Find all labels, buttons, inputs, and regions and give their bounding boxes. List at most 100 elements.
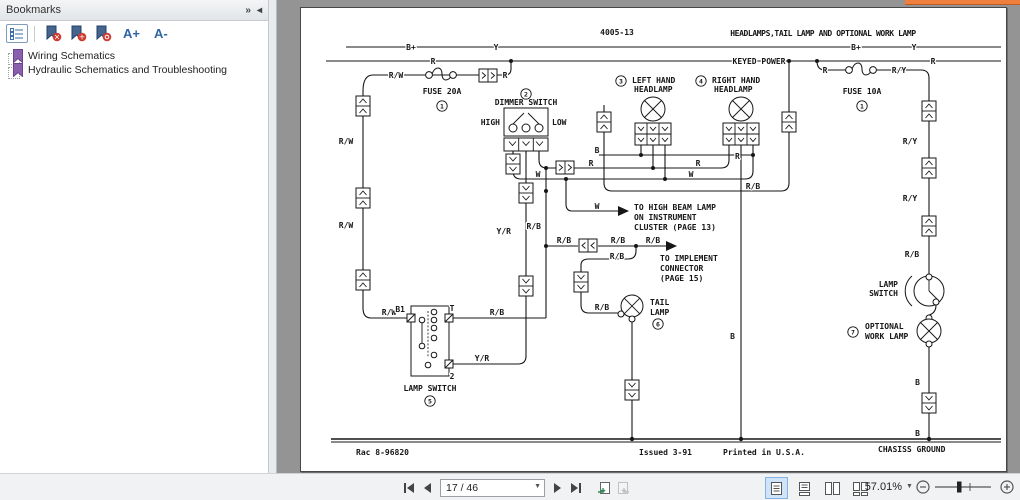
first-page-icon bbox=[404, 482, 414, 493]
bookmark-goto-button[interactable] bbox=[95, 25, 112, 42]
svg-text:R/Y: R/Y bbox=[892, 66, 907, 75]
delete-bookmark-button[interactable]: × bbox=[45, 25, 62, 42]
svg-text:Issued 3-91: Issued 3-91 bbox=[639, 448, 692, 457]
next-page-icon bbox=[554, 482, 561, 493]
svg-text:W: W bbox=[689, 170, 694, 179]
svg-text:Printed in U.S.A.: Printed in U.S.A. bbox=[723, 447, 805, 457]
svg-text:HIGH: HIGH bbox=[481, 118, 500, 127]
panel-collapse-icon[interactable]: ◂ bbox=[256, 4, 262, 16]
last-page-button[interactable] bbox=[567, 479, 585, 497]
lamp-switch bbox=[406, 305, 454, 377]
svg-text:4: 4 bbox=[699, 77, 703, 85]
decrease-font-button[interactable]: A- bbox=[153, 26, 168, 41]
first-page-button[interactable] bbox=[400, 479, 418, 497]
bookmark-item-label[interactable]: Hydraulic Schematics and Troubleshooting bbox=[28, 64, 228, 76]
zoom-out-button[interactable] bbox=[916, 480, 930, 494]
svg-text:FUSE 10A: FUSE 10A bbox=[843, 87, 882, 96]
bookmark-flag-icon bbox=[13, 63, 23, 77]
svg-text:+: + bbox=[79, 32, 85, 41]
svg-text:R: R bbox=[696, 159, 701, 168]
two-page-continuous-icon bbox=[853, 481, 868, 496]
svg-text:CHASISS GROUND: CHASISS GROUND bbox=[878, 445, 946, 454]
zoom-in-button[interactable] bbox=[1000, 480, 1014, 494]
previous-view-button[interactable] bbox=[595, 479, 613, 497]
bookmark-target-icon bbox=[96, 25, 112, 42]
svg-text:R/Y: R/Y bbox=[903, 137, 918, 146]
svg-text:OPTIONAL: OPTIONAL bbox=[865, 322, 904, 331]
svg-text:R/W: R/W bbox=[339, 221, 354, 230]
svg-text:2: 2 bbox=[524, 90, 528, 98]
next-view-button[interactable] bbox=[613, 479, 631, 497]
junction-dots bbox=[509, 59, 932, 442]
chassis-ground-bus bbox=[331, 438, 1001, 443]
bookmark-item-wiring[interactable]: Wiring Schematics bbox=[6, 49, 268, 65]
svg-text:KEYED POWER: KEYED POWER bbox=[733, 57, 786, 66]
page-number-input[interactable] bbox=[440, 479, 545, 497]
svg-text:DIMMER SWITCH: DIMMER SWITCH bbox=[495, 98, 558, 107]
single-page-icon bbox=[771, 481, 782, 495]
two-page-icon bbox=[825, 481, 840, 495]
svg-text:W: W bbox=[595, 202, 600, 211]
svg-text:HEADLAMP: HEADLAMP bbox=[714, 85, 753, 94]
svg-text:4005-13: 4005-13 bbox=[600, 28, 634, 37]
svg-text:B+: B+ bbox=[851, 43, 861, 52]
continuous-view-button[interactable] bbox=[793, 477, 816, 499]
zoom-100-detent-tick bbox=[967, 483, 973, 491]
svg-text:SWITCH: SWITCH bbox=[869, 289, 898, 298]
page-layout-buttons bbox=[765, 477, 877, 499]
zoom-dropdown-caret-icon[interactable]: ▼ bbox=[906, 483, 913, 490]
svg-text:R/B: R/B bbox=[610, 252, 625, 261]
bookmark-item-hydraulic[interactable]: Hydraulic Schematics and Troubleshooting bbox=[6, 63, 268, 79]
svg-text:7: 7 bbox=[851, 328, 855, 336]
svg-text:R: R bbox=[431, 57, 436, 66]
svg-text:Y: Y bbox=[912, 43, 917, 52]
svg-text:R/B: R/B bbox=[527, 222, 542, 231]
zoom-level-value: 57.01% bbox=[864, 481, 902, 493]
panel-splitter[interactable] bbox=[268, 0, 277, 473]
page-navigation: ▼ bbox=[400, 478, 631, 497]
svg-text:LAMP: LAMP bbox=[879, 280, 898, 289]
increase-font-button[interactable]: A+ bbox=[123, 26, 140, 41]
page-dropdown-caret-icon[interactable]: ▼ bbox=[534, 483, 541, 490]
svg-text:R/W: R/W bbox=[382, 308, 397, 317]
new-bookmark-button[interactable]: + bbox=[70, 25, 87, 42]
svg-text:B: B bbox=[730, 332, 735, 341]
svg-text:ON INSTRUMENT: ON INSTRUMENT bbox=[634, 213, 697, 222]
svg-text:R/B: R/B bbox=[490, 308, 505, 317]
pdf-canvas[interactable]: 4005-13 HEADLAMPS,TAIL LAMP AND OPTIONAL … bbox=[277, 0, 1020, 473]
bookmark-item-label[interactable]: Wiring Schematics bbox=[28, 50, 115, 62]
svg-text:Y: Y bbox=[494, 43, 499, 52]
last-page-icon bbox=[571, 482, 581, 493]
svg-text:HEADLAMP: HEADLAMP bbox=[634, 85, 673, 94]
tail-lamp bbox=[617, 294, 644, 323]
svg-text:R/B: R/B bbox=[746, 182, 761, 191]
svg-text:R/B: R/B bbox=[595, 303, 610, 312]
svg-text:LAMP SWITCH: LAMP SWITCH bbox=[404, 384, 457, 393]
panel-expand-icon[interactable]: » bbox=[245, 4, 251, 16]
continuous-view-icon bbox=[799, 481, 810, 496]
fuse-10a bbox=[845, 62, 877, 76]
two-page-view-button[interactable] bbox=[821, 477, 844, 499]
previous-page-icon bbox=[424, 482, 431, 493]
pdf-page[interactable]: 4005-13 HEADLAMPS,TAIL LAMP AND OPTIONAL … bbox=[300, 7, 1007, 472]
diagram-labels: 4005-13 HEADLAMPS,TAIL LAMP AND OPTIONAL … bbox=[338, 27, 947, 458]
left-headlamp bbox=[634, 96, 672, 146]
zoom-slider-thumb[interactable] bbox=[957, 481, 962, 493]
svg-text:R/B: R/B bbox=[557, 236, 572, 245]
rotary-lamp-switch bbox=[904, 273, 945, 307]
svg-text:FUSE 20A: FUSE 20A bbox=[423, 87, 462, 96]
bookmark-delete-icon: × bbox=[46, 25, 62, 42]
svg-text:HEADLAMPS,TAIL LAMP AND OPTION: HEADLAMPS,TAIL LAMP AND OPTIONAL WORK LA… bbox=[730, 29, 916, 38]
svg-text:WORK LAMP: WORK LAMP bbox=[865, 332, 909, 341]
next-page-button[interactable] bbox=[549, 479, 567, 497]
previous-page-button[interactable] bbox=[418, 479, 436, 497]
two-page-continuous-button[interactable] bbox=[849, 477, 872, 499]
previous-view-icon bbox=[597, 482, 610, 494]
svg-text:TO HIGH BEAM LAMP: TO HIGH BEAM LAMP bbox=[634, 203, 716, 212]
bookmark-options-button[interactable] bbox=[6, 24, 28, 43]
next-view-icon bbox=[617, 482, 629, 494]
svg-text:R/Y: R/Y bbox=[903, 194, 918, 203]
svg-text:B1: B1 bbox=[395, 305, 405, 314]
bookmarks-toolbar: × + A+ A- bbox=[0, 21, 268, 46]
single-page-view-button[interactable] bbox=[765, 477, 788, 499]
